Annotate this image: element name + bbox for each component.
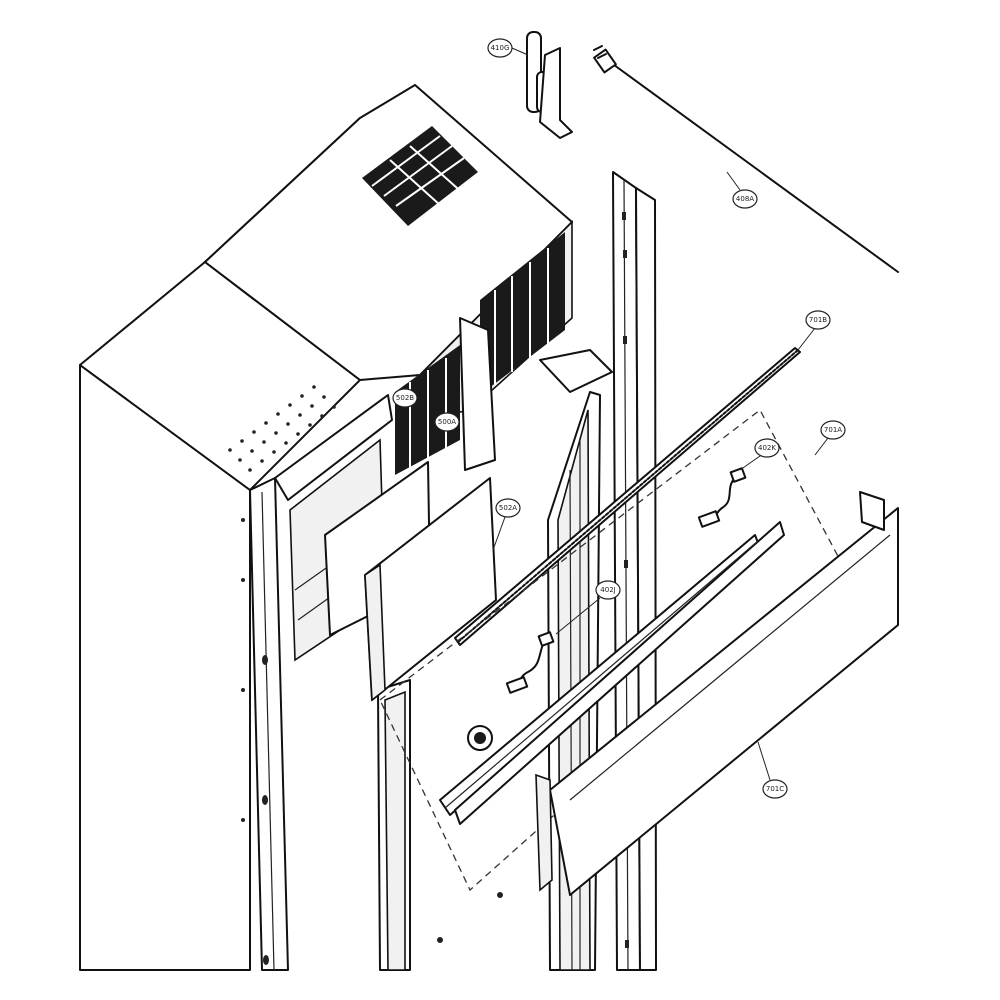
shelf-rails — [439, 521, 785, 825]
lid-perforations — [228, 385, 336, 472]
svg-text:402K: 402K — [758, 444, 776, 452]
svg-text:701A: 701A — [824, 426, 842, 434]
top-vent-grille — [362, 126, 478, 226]
cabinet-body — [79, 84, 613, 971]
wire-harness-lower — [505, 631, 555, 694]
svg-text:408A: 408A — [736, 195, 754, 203]
callout-502b: 502B — [392, 388, 418, 408]
svg-text:701C: 701C — [766, 785, 784, 793]
lamp-socket — [467, 725, 493, 751]
light-strip — [454, 347, 801, 646]
svg-text:701B: 701B — [809, 316, 827, 324]
door-panel — [324, 461, 497, 702]
callout-410: 410G — [487, 38, 529, 58]
power-cord — [593, 45, 899, 273]
callout-402k: 402K — [739, 438, 780, 471]
callout-408: 408A — [726, 171, 758, 209]
condenser-grille — [395, 232, 565, 475]
svg-text:502B: 502B — [396, 394, 414, 402]
callout-502a: 502A — [492, 498, 521, 551]
svg-text:502A: 502A — [499, 504, 517, 512]
svg-text:410G: 410G — [491, 44, 510, 52]
callout-701a: 701A — [814, 420, 846, 456]
callout-402j: 402J — [555, 580, 621, 635]
svg-text:500A: 500A — [438, 418, 456, 426]
svg-text:402J: 402J — [600, 586, 615, 594]
callout-500a: 500A — [434, 412, 460, 432]
callout-701c: 701C — [757, 741, 788, 799]
light-fixture-part — [526, 31, 573, 139]
callout-701b: 701B — [797, 310, 831, 351]
kick-plate — [535, 491, 899, 896]
wire-harness-upper — [697, 467, 747, 528]
